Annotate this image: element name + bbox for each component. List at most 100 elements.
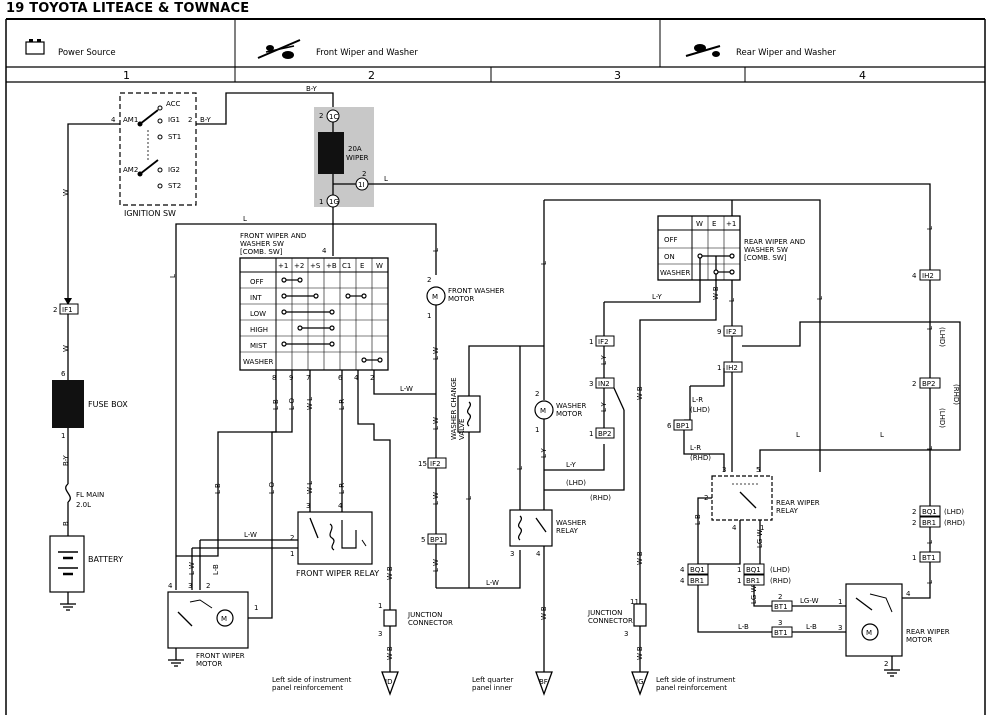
battery: BATTERY — [49, 535, 123, 593]
relay-pin-3: 3 — [306, 502, 310, 510]
motor-m-icon: M — [866, 629, 872, 637]
wire-color-label: L-W — [486, 579, 499, 587]
pin-bq1b: 4 — [680, 566, 685, 574]
junction-connector-1: JUNCTION CONNECTOR 1 3 — [378, 602, 453, 638]
rhd-label: (RHD) — [770, 577, 791, 585]
wire-color-label: L — [926, 326, 934, 330]
pin-br1a: 2 — [912, 519, 916, 527]
junction2-label2: CONNECTOR — [588, 617, 633, 625]
connector-in2a: IN2 — [598, 380, 610, 388]
front-sw-header: +1 — [278, 262, 288, 270]
section-front-wiper: Front Wiper and Washer — [257, 39, 418, 59]
motor-pin-2: 2 — [206, 582, 210, 590]
rear-sw-header: +1 — [726, 220, 736, 228]
wire-color-label: L — [465, 496, 473, 500]
wire-color-label: L-O — [288, 398, 296, 410]
washer-valve-label: WASHER CHANGE — [450, 377, 458, 440]
front-sw-pin: 7 — [306, 374, 310, 382]
frame — [5, 18, 986, 715]
wire-color-label: L — [880, 431, 884, 439]
rear-sw-header: W — [696, 220, 703, 228]
ground-id-code: ID — [385, 678, 392, 686]
wire-color-label: L — [796, 431, 800, 439]
pin-ih2b: 1 — [717, 364, 721, 372]
connector-br1c: BR1 — [746, 577, 760, 585]
front-sw-row: LOW — [250, 310, 266, 318]
acc-label: ACC — [166, 100, 181, 108]
ignition-switch-label: IGNITION SW — [124, 209, 176, 218]
fuse-box-label: FUSE BOX — [88, 400, 128, 409]
lhd-label: (LHD) — [938, 327, 946, 347]
ground-ig-label: Left side of instrument — [656, 676, 736, 684]
wire-color-label: W — [62, 189, 70, 196]
wire-color-label: L — [384, 175, 388, 183]
ground-point-id: ID Left side of instrument panel reinfor… — [272, 671, 399, 696]
rear-relay-pin-5: 5 — [756, 466, 760, 474]
section-label-power-source: Power Source — [58, 48, 116, 58]
fuse-box-pin-6: 6 — [61, 370, 66, 378]
wire-color-label: L-Y — [652, 293, 662, 301]
wire-color-label: L — [926, 580, 934, 584]
wire-color-label: LG-W — [750, 585, 758, 604]
connector-if2a: IF2 — [598, 338, 609, 346]
ground-id-label: Left side of instrument — [272, 676, 352, 684]
wire-color-label: L-R — [338, 483, 346, 494]
front-sw-title3: [COMB. SW] — [240, 248, 283, 256]
wire-color-label: L — [243, 215, 247, 223]
washer-motor-pin-2: 2 — [535, 390, 539, 398]
fuse-pin-1: 1 — [319, 198, 323, 206]
ground-point-ig: IG Left side of instrument panel reinfor… — [631, 671, 736, 696]
wire-color-label: L-B — [738, 623, 749, 631]
lhd-label: (LHD) — [566, 479, 586, 487]
section-label-rear-wiper: Rear Wiper and Washer — [736, 48, 836, 58]
wire-color-label: W-L — [306, 397, 314, 410]
washer-motor: M WASHER MOTOR 2 1 — [534, 390, 586, 434]
rear-wiper-motor-label2: MOTOR — [906, 636, 932, 644]
wire-color-label: L — [816, 296, 824, 300]
front-sw-pin: 6 — [338, 374, 343, 382]
front-sw-pin-top: 4 — [322, 247, 327, 255]
front-sw-row: INT — [250, 294, 262, 302]
connector-bp2b: BP2 — [922, 380, 935, 388]
wire-color-label: W-B — [712, 286, 720, 300]
section-rear-wiper: Rear Wiper and Washer — [685, 44, 836, 58]
front-washer-motor-label2: MOTOR — [448, 295, 474, 303]
pin-in2a: 3 — [589, 380, 593, 388]
front-wiper-motor-label: FRONT WIPER — [196, 652, 245, 660]
motor-m-icon: M — [540, 407, 546, 415]
fuse-name: WIPER — [346, 154, 369, 162]
pin-br1b: 4 — [680, 577, 685, 585]
connector-if1: IF1 — [62, 306, 73, 314]
washer-motor-label2: MOTOR — [556, 410, 582, 418]
fl-main-fuse: FL MAIN 2.0L — [65, 483, 104, 509]
junction1-label: JUNCTION — [407, 611, 442, 619]
rear-sw-header: E — [712, 220, 716, 228]
connector-1i: 1I — [358, 181, 365, 189]
rear-wiper-motor: M 1 4 3 2 REAR WIPER MOTOR — [838, 583, 950, 668]
wire-color-label: L-W — [432, 559, 440, 572]
wire-color-label: L-W — [244, 531, 257, 539]
wire-color-label: W-B — [636, 386, 644, 400]
lhd-label: (LHD) — [938, 408, 946, 428]
washer-motor-pin-1: 1 — [427, 312, 431, 320]
junction-connector-2: JUNCTION CONNECTOR 3 — [587, 603, 647, 638]
connector-bq1c: BQ1 — [746, 566, 761, 574]
rear-wiper-relay: 3 5 2 4 1 REAR WIPER RELAY — [704, 466, 820, 532]
column-number-3: 3 — [614, 69, 621, 82]
am2-label: AM2 — [123, 166, 138, 174]
fuse-box-pin-1: 1 — [61, 432, 65, 440]
connector-bp1: BP1 — [430, 536, 443, 544]
fl-main-label: FL MAIN — [76, 491, 104, 499]
wire-color-label: L-W — [188, 562, 196, 575]
front-sw-header: +S — [310, 262, 321, 270]
front-sw-row: MIST — [250, 342, 268, 350]
ground-point-bf: BF Left quarter panel inner — [472, 671, 553, 696]
junction1-pin-3: 3 — [378, 630, 382, 638]
wire-color-label: L-B — [806, 623, 817, 631]
washer-relay-pin-3: 3 — [510, 550, 514, 558]
lhd-label: (LHD) — [690, 406, 710, 414]
front-washer-motor-label: FRONT WASHER — [448, 287, 505, 295]
connector-if2: IF2 — [430, 460, 441, 468]
rear-sw-title: REAR WIPER AND — [744, 238, 805, 246]
ig2-label: IG2 — [168, 166, 180, 174]
